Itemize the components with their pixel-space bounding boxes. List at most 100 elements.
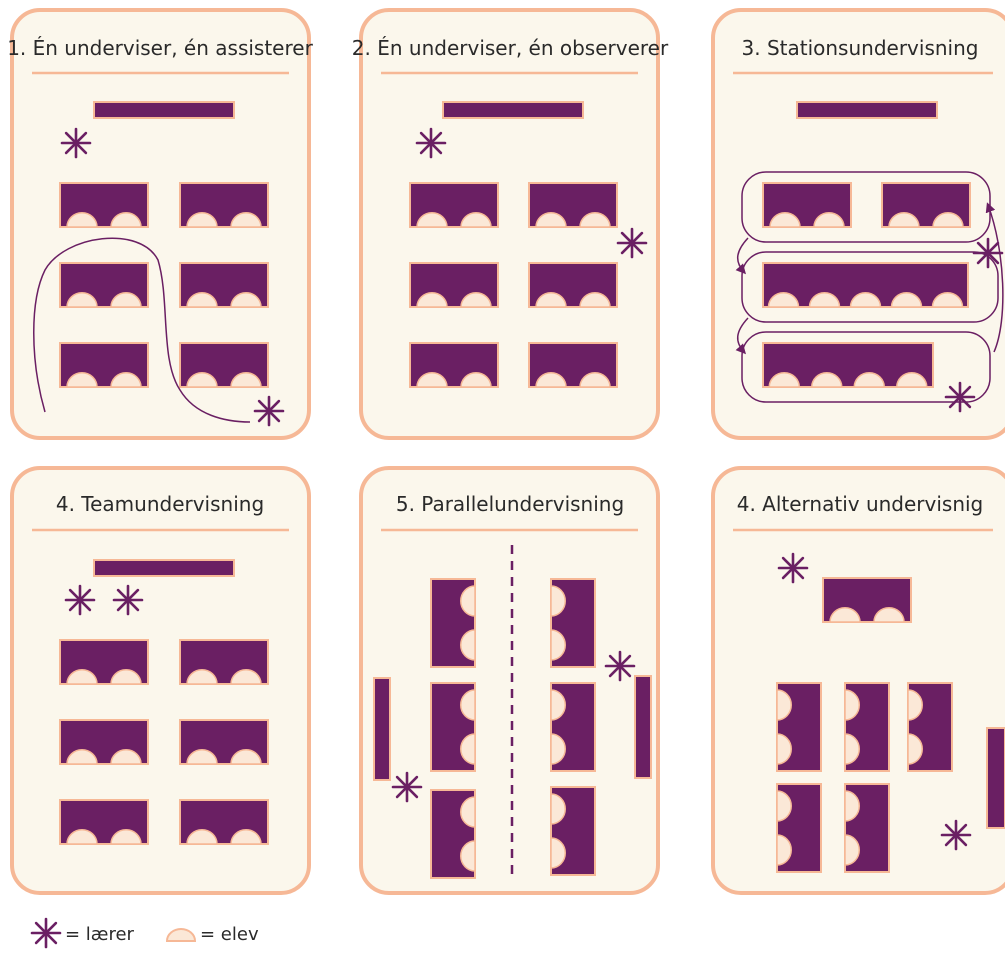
desk (844, 783, 890, 873)
student-icon (416, 292, 448, 308)
student-icon (776, 834, 792, 866)
student-icon (873, 607, 905, 623)
desk (762, 342, 934, 388)
desk (528, 262, 618, 308)
student-icon (230, 669, 262, 685)
student-icon (230, 749, 262, 765)
desk (179, 799, 269, 845)
student-icon (931, 292, 964, 308)
student-icon (110, 749, 142, 765)
student-icon (810, 372, 843, 388)
teacher-asterisk-icon (944, 381, 976, 413)
desk (409, 182, 499, 228)
student-icon (230, 372, 262, 388)
teacher-asterisk-icon (777, 552, 809, 584)
student-icon (808, 292, 841, 308)
rotation-arrow (735, 317, 749, 355)
student-icon (813, 212, 845, 228)
desk (762, 262, 969, 308)
student-icon (769, 212, 801, 228)
student-icon (460, 689, 476, 721)
desk (59, 719, 149, 765)
panel-5-title: 5. Parallelundervisning (396, 492, 624, 516)
student-icon (230, 212, 262, 228)
student-icon (579, 292, 611, 308)
desk (881, 182, 971, 228)
asterisk-stroke (608, 654, 632, 678)
desk (59, 182, 149, 228)
student-icon (230, 292, 262, 308)
desk (409, 262, 499, 308)
student-icon (460, 212, 492, 228)
student-icon (460, 629, 476, 661)
desk (179, 719, 269, 765)
teacher-asterisk-icon (64, 584, 96, 616)
station-loop (741, 331, 991, 403)
student-icon (66, 292, 98, 308)
desk (179, 342, 269, 388)
teacher-asterisk-icon (60, 127, 92, 159)
teacher-asterisk-icon (391, 771, 423, 803)
board (93, 101, 235, 119)
board (986, 727, 1005, 829)
student-icon (110, 292, 142, 308)
student-icon (932, 212, 964, 228)
student-icon (550, 837, 566, 869)
panel-6-title: 4. Alternativ undervisnig (737, 492, 984, 516)
student-icon (776, 790, 792, 822)
student-icon (844, 790, 860, 822)
asterisk-stroke (68, 588, 92, 612)
student-icon (853, 372, 886, 388)
student-icon (768, 372, 801, 388)
student-icon (416, 372, 448, 388)
asterisk-stroke (116, 588, 140, 612)
student-icon (66, 669, 98, 685)
student-icon (66, 372, 98, 388)
desk (550, 786, 596, 876)
student-icon (460, 840, 476, 872)
student-icon (186, 829, 218, 845)
board (796, 101, 938, 119)
desk (59, 639, 149, 685)
student-icon (890, 292, 923, 308)
student-icon (460, 796, 476, 828)
asterisk-stroke (257, 399, 281, 423)
desk (907, 682, 953, 772)
panel-4-title: 4. Teamundervisning (56, 492, 264, 516)
student-icon (579, 372, 611, 388)
asterisk-stroke (395, 775, 419, 799)
desk (528, 182, 618, 228)
board (93, 559, 235, 577)
desk (430, 789, 476, 879)
student-icon (550, 689, 566, 721)
semicircle-icon (165, 928, 197, 942)
asterisk-stroke (781, 556, 805, 580)
student-icon (66, 749, 98, 765)
panel-5: 5. Parallelundervisning (359, 466, 660, 895)
desk (430, 578, 476, 668)
desk (776, 783, 822, 873)
asterisk-stroke (948, 385, 972, 409)
desk-surface (430, 789, 476, 879)
student-icon (844, 834, 860, 866)
desk (528, 342, 618, 388)
desk (844, 682, 890, 772)
panel-1: 1. Én underviser, én assisterer (7, 8, 314, 440)
legend-teacher-label: = lærer (65, 924, 135, 945)
asterisk-stroke (976, 241, 1000, 265)
panel-3: 3. Stationsundervisning (711, 8, 1005, 440)
desk (430, 682, 476, 772)
desk (179, 262, 269, 308)
desk (776, 682, 822, 772)
teacher-asterisk-icon (253, 395, 285, 427)
student-icon (550, 629, 566, 661)
panel-4: 4. Teamundervisning (10, 466, 311, 895)
desk (550, 578, 596, 668)
teacher-asterisk-icon (972, 237, 1004, 269)
student-icon (460, 733, 476, 765)
board (442, 101, 584, 119)
student-icon (186, 669, 218, 685)
student-icon (579, 212, 611, 228)
student-icon (895, 372, 928, 388)
student-icon (110, 829, 142, 845)
